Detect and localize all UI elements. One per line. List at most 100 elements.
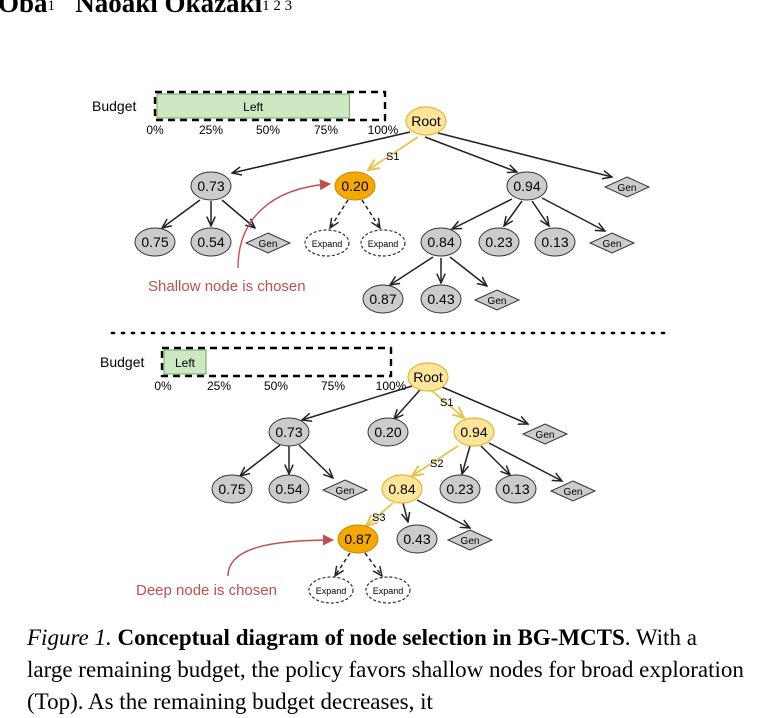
tree-node (362, 284, 404, 314)
tree-node (506, 171, 548, 201)
mcts-node-selection-diagram: Budget Left 0% 25% 50% 75% 100% (92, 90, 666, 604)
tree-node (396, 524, 438, 554)
root-node (407, 362, 449, 392)
caption-title: Conceptual diagram of node selection in … (117, 625, 625, 650)
tree-node (420, 284, 462, 314)
gen-node (549, 480, 597, 502)
budget-tick: 100% (368, 123, 399, 137)
tree-node (439, 474, 481, 504)
node-value: 0.23 (446, 481, 473, 497)
expand-node-label: Expand (373, 586, 404, 596)
author-name: Oba (0, 0, 48, 18)
tree-edge (403, 502, 408, 522)
gen-node-label: Gen (461, 536, 480, 547)
gen-node (446, 529, 494, 551)
root-node (405, 106, 447, 136)
tree-edge (462, 445, 471, 474)
step-label: S1 (386, 151, 399, 163)
node-value: 0.20 (374, 424, 401, 440)
annotation-arrow (227, 534, 335, 577)
budget-tick: 0% (146, 123, 164, 137)
tree-node (268, 474, 310, 504)
gen-node-label: Gen (536, 430, 555, 441)
tree-node (534, 227, 576, 257)
selected-node (337, 524, 379, 554)
tree-edge (541, 197, 605, 231)
node-value: 0.20 (341, 178, 368, 194)
node-value: 0.73 (275, 424, 302, 440)
budget-bar-fill (156, 93, 350, 119)
gen-node (473, 289, 521, 311)
bottom-panel: Budget Left 0% 25% 50% 75% 100% (100, 346, 597, 604)
node-value: 0.84 (388, 481, 415, 497)
root-node-label: Root (411, 113, 441, 129)
tree-edge (441, 386, 528, 424)
budget-label: Budget (100, 354, 144, 370)
tree-edge (437, 132, 612, 177)
annotation-text: Shallow node is chosen (148, 278, 306, 295)
gen-node (321, 479, 369, 501)
gen-node-label: Gen (488, 296, 507, 307)
tree-edge (531, 200, 549, 226)
gen-node (603, 176, 651, 198)
tree-node (134, 227, 176, 257)
node-value: 0.13 (541, 234, 568, 250)
gen-node (244, 232, 292, 254)
node-value: 0.84 (427, 234, 454, 250)
path-node (381, 474, 423, 504)
budget-tick: 25% (207, 379, 231, 393)
expand-node-label: Expand (312, 239, 343, 249)
budget-tick: 100% (376, 379, 407, 393)
tree-edge (480, 445, 510, 475)
figure-caption: Figure 1. Conceptual diagram of node sel… (27, 622, 747, 718)
tree-edge (452, 198, 513, 229)
tree-edge (504, 200, 523, 226)
caption-title-end: . (624, 625, 631, 650)
gen-node-label: Gen (603, 239, 622, 250)
budget-tick: 75% (321, 379, 345, 393)
expand-node (360, 229, 406, 257)
tree-node (495, 474, 537, 504)
selection-path-edge (366, 502, 394, 526)
budget-tick: 25% (199, 123, 223, 137)
tree-node (268, 417, 310, 447)
affiliation-mark: 1 2 3 (262, 0, 293, 14)
budget-tick: 50% (256, 123, 280, 137)
node-value: 0.87 (344, 531, 371, 547)
tree-node (190, 227, 232, 257)
tree-edge (162, 199, 201, 228)
affiliation-mark: 1 (47, 0, 56, 14)
node-value: 0.54 (197, 234, 224, 250)
node-value: 0.23 (485, 234, 512, 250)
selection-path-edge (412, 445, 459, 476)
budget-fill-label: Left (243, 100, 264, 114)
tree-edge (302, 385, 413, 420)
tree-edge (416, 499, 470, 528)
budget-bar-fill (163, 349, 207, 375)
gen-node (588, 232, 636, 254)
expand-node (304, 229, 350, 257)
selection-path-edge (368, 136, 419, 170)
expansion-edge (364, 552, 382, 576)
expand-node-label: Expand (368, 239, 399, 249)
annotation-arrow (237, 179, 332, 269)
tree-edge (390, 256, 434, 285)
node-value: 0.54 (275, 481, 302, 497)
tree-node (420, 227, 462, 257)
tree-node (367, 417, 409, 447)
budget-label: Budget (92, 98, 136, 114)
gen-node-label: Gen (336, 486, 355, 497)
step-label: S2 (430, 458, 443, 470)
node-value: 0.43 (403, 531, 430, 547)
tree-edge (449, 256, 487, 286)
tree-edge (240, 444, 281, 476)
tree-edge (424, 136, 517, 172)
path-node (453, 417, 495, 447)
tree-node (190, 171, 232, 201)
budget-tick: 0% (154, 379, 172, 393)
node-value: 0.75 (218, 481, 245, 497)
gen-node-label: Gen (564, 487, 583, 498)
budget-tick: 50% (264, 379, 288, 393)
expand-node (308, 576, 354, 604)
tree-edge (232, 131, 411, 173)
